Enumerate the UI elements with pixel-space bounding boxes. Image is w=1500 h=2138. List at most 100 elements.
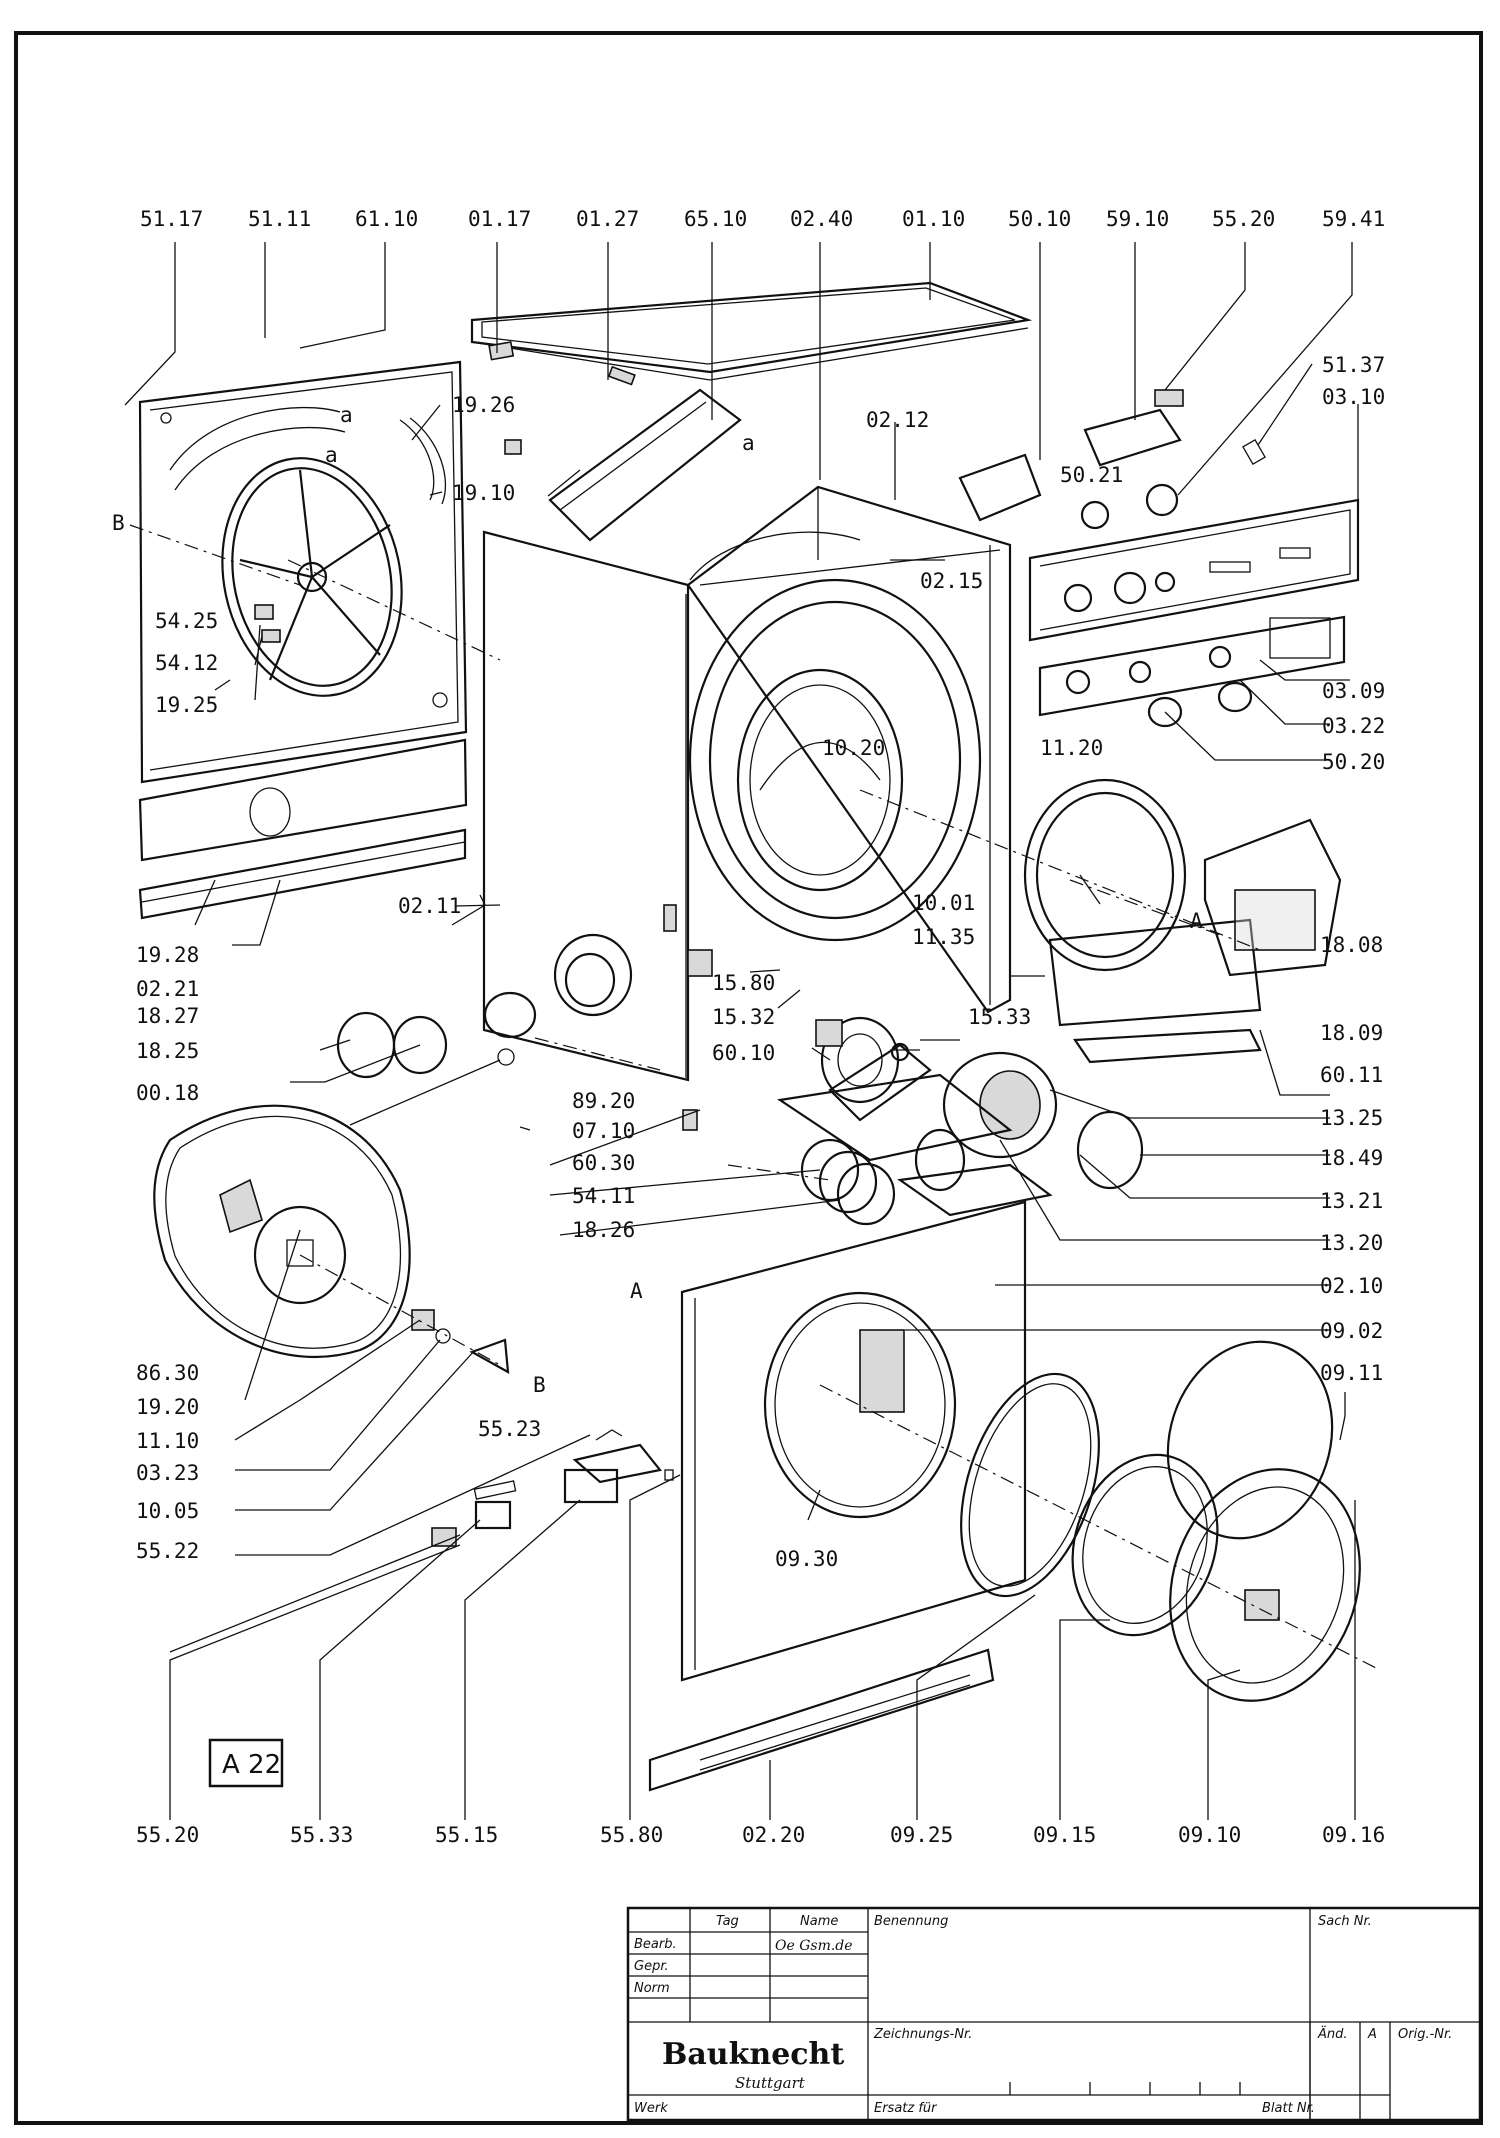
callout-51-17: 51.17 [140, 207, 203, 231]
callout-15-32: 15.32 [712, 1005, 775, 1029]
tb-aend: Änd. [1317, 2026, 1348, 2042]
callout-60-30: 60.30 [572, 1151, 635, 1175]
callout-50-20: 50.20 [1322, 750, 1385, 774]
marker-a-cover: a [340, 403, 353, 427]
tb-blatt-nr: Blatt Nr. [1262, 2101, 1315, 2116]
callout-02-40: 02.40 [790, 207, 853, 231]
callout-01-10: 01.10 [902, 207, 965, 231]
callout-03-23: 03.23 [136, 1461, 199, 1485]
tb-ersatz-fuer: Ersatz für [874, 2101, 938, 2116]
callout-18-27: 18.27 [136, 1004, 199, 1028]
door-gasket-part [1166, 1340, 1334, 1540]
callout-13-21: 13.21 [1320, 1189, 1383, 1213]
callout-09-30: 09.30 [775, 1547, 838, 1571]
front-frame-ring-part [1023, 778, 1187, 972]
door-ring-inner-part [960, 1372, 1100, 1598]
callout-07-10: 07.10 [572, 1119, 635, 1143]
tb-aend-value: A [1367, 2027, 1377, 2042]
tb-row-norm: Norm [634, 1981, 670, 1996]
tb-col-tag: Tag [716, 1914, 739, 1929]
title-block: Tag Name Bearb. Oe Gsm.de Gepr. Norm Ben… [626, 1906, 1482, 2122]
callout-61-10: 61.10 [355, 207, 418, 231]
callout-18-08: 18.08 [1320, 933, 1383, 957]
callout-55-22: 55.22 [136, 1539, 199, 1563]
callout-86-30: 86.30 [136, 1361, 199, 1385]
pulley-wheel-part [221, 457, 403, 697]
tb-bearb-name: Oe Gsm.de [775, 1938, 853, 1954]
callout-55-33: 55.33 [290, 1823, 353, 1847]
side-panel-part [482, 530, 690, 1082]
callout-50-21: 50.21 [1060, 463, 1123, 487]
rear-panel-part [138, 360, 468, 784]
callout-02-12: 02.12 [866, 408, 929, 432]
callout-60-10: 60.10 [712, 1041, 775, 1065]
callout-59-10: 59.10 [1106, 207, 1169, 231]
front-plinth-part [648, 1648, 995, 1792]
callout-18-26: 18.26 [572, 1218, 635, 1242]
callout-labels: 51.17 51.11 61.10 01.17 01.27 65.10 02.4… [136, 207, 1385, 1847]
callout-10-05: 10.05 [136, 1499, 199, 1523]
callout-89-20: 89.20 [572, 1089, 635, 1113]
callout-15-80: 15.80 [712, 971, 775, 995]
tb-row-bearb: Bearb. [634, 1937, 677, 1952]
leader-lines [124, 242, 1359, 1820]
top-cover-part [470, 281, 1033, 374]
callout-09-10: 09.10 [1178, 1823, 1241, 1847]
callout-11-35: 11.35 [912, 925, 975, 949]
control-panel-part [1028, 498, 1360, 642]
tb-benennung: Benennung [874, 1914, 948, 1929]
callout-19-26: 19.26 [452, 393, 515, 417]
callout-02-15: 02.15 [920, 569, 983, 593]
door-glass-part [1071, 1453, 1219, 1637]
callout-03-10: 03.10 [1322, 385, 1385, 409]
drum-part [688, 578, 982, 942]
door-frame-part [1169, 1468, 1361, 1702]
callout-02-11: 02.11 [398, 894, 461, 918]
callout-19-20: 19.20 [136, 1395, 199, 1419]
sheet-id-label: A 22 [222, 1750, 281, 1780]
brand-city: Stuttgart [735, 2074, 806, 2092]
marker-a-front: A [630, 1279, 643, 1303]
marker-a-filter: A [1190, 909, 1203, 933]
callout-55-15: 55.15 [435, 1823, 498, 1847]
callout-09-15: 09.15 [1033, 1823, 1096, 1847]
callout-15-33: 15.33 [968, 1005, 1031, 1029]
tb-row-gepr: Gepr. [634, 1959, 669, 1974]
callout-02-21: 02.21 [136, 977, 199, 1001]
callout-50-10: 50.10 [1008, 207, 1071, 231]
marker-a-rear: a [325, 443, 338, 467]
rear-plinth-part [138, 738, 468, 862]
tb-zeichnungs-nr: Zeichnungs-Nr. [873, 2027, 972, 2042]
callout-10-01: 10.01 [912, 891, 975, 915]
bottom-rail-part [138, 828, 467, 920]
callout-19-28: 19.28 [136, 943, 199, 967]
callout-51-11: 51.11 [248, 207, 311, 231]
marker-b-shield: B [533, 1373, 546, 1397]
callout-55-80: 55.80 [600, 1823, 663, 1847]
brand-logo-wordmark: Bauknecht [662, 2037, 844, 2072]
callout-02-10: 02.10 [1320, 1274, 1383, 1298]
door-opening-part [763, 1291, 957, 1519]
callout-13-25: 13.25 [1320, 1106, 1383, 1130]
reference-markers: a a a B B A A [112, 403, 1203, 1397]
callout-59-41: 59.41 [1322, 207, 1385, 231]
sheet-id-box [208, 1738, 284, 1788]
front-panel-part [680, 1200, 1027, 1682]
parts-geometry [124, 242, 1381, 1820]
lint-filter-part [1203, 818, 1342, 977]
callout-65-10: 65.10 [684, 207, 747, 231]
callout-54-12: 54.12 [155, 651, 218, 675]
callout-11-20: 11.20 [1040, 736, 1103, 760]
callout-10-20: 10.20 [822, 736, 885, 760]
callout-18-49: 18.49 [1320, 1146, 1383, 1170]
bearing-shield-part [153, 1104, 411, 1359]
callout-13-20: 13.20 [1320, 1231, 1383, 1255]
callout-60-11: 60.11 [1320, 1063, 1383, 1087]
callout-19-10: 19.10 [452, 481, 515, 505]
tb-orig-nr: Orig.-Nr. [1398, 2027, 1452, 2042]
callout-51-37: 51.37 [1322, 353, 1385, 377]
tb-sach-nr: Sach Nr. [1318, 1914, 1372, 1929]
tb-werk: Werk [634, 2101, 668, 2116]
